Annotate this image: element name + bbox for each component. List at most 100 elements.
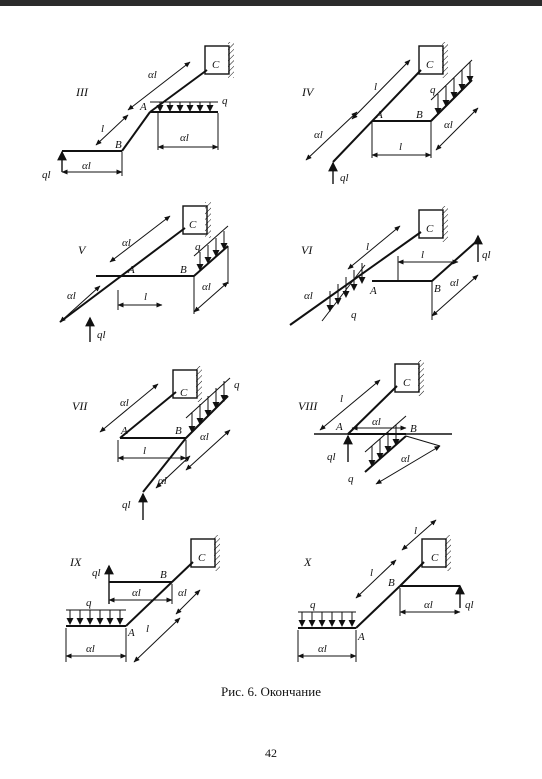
label: αl bbox=[86, 643, 95, 655]
label: q bbox=[351, 309, 357, 321]
label: C bbox=[189, 219, 197, 231]
label: C bbox=[426, 223, 434, 235]
label: αl bbox=[200, 431, 209, 443]
label: ql bbox=[327, 451, 336, 463]
panel-iii bbox=[57, 42, 234, 176]
label: l bbox=[340, 393, 343, 405]
label: B bbox=[410, 423, 417, 435]
label: C bbox=[431, 552, 439, 564]
label: l bbox=[374, 81, 377, 93]
label: l bbox=[143, 445, 146, 457]
panel-labels-ix: IX ql B C q αl αl A l αl bbox=[69, 552, 206, 655]
label: A bbox=[375, 109, 383, 121]
panel-ix bbox=[65, 535, 220, 663]
label: ql bbox=[465, 599, 474, 611]
label: l bbox=[366, 241, 369, 253]
label: αl bbox=[122, 237, 131, 249]
label: q bbox=[310, 599, 316, 611]
panel-labels-iii: III αl C A q l B αl ql αl bbox=[42, 59, 228, 181]
label: q bbox=[348, 473, 354, 485]
panel-viii bbox=[314, 360, 452, 485]
label: αl bbox=[444, 119, 453, 131]
label: αl bbox=[401, 453, 410, 465]
panel-labels-viii: VIII l C A αl B ql αl q bbox=[298, 377, 417, 485]
label: q bbox=[195, 241, 201, 253]
label: αl bbox=[304, 290, 313, 302]
label: l bbox=[414, 525, 417, 537]
label: B bbox=[115, 139, 122, 151]
label: αl bbox=[424, 599, 433, 611]
figure-caption: Рис. 6. Окончание bbox=[221, 684, 321, 699]
label: l bbox=[421, 249, 424, 261]
label: αl bbox=[82, 160, 91, 172]
label: C bbox=[180, 387, 188, 399]
label: A bbox=[127, 264, 135, 276]
label: l bbox=[370, 567, 373, 579]
label: A bbox=[120, 425, 128, 437]
page-number: 42 bbox=[265, 746, 277, 760]
panel-v bbox=[59, 202, 229, 342]
panel-numeral: V bbox=[78, 243, 87, 257]
top-border bbox=[0, 0, 542, 6]
figure-drawing: III αl C A q l B αl ql αl IV l C q A B α… bbox=[42, 42, 491, 663]
panel-numeral: VI bbox=[301, 243, 313, 257]
label: αl bbox=[132, 587, 141, 599]
label: l bbox=[101, 123, 104, 135]
label: q bbox=[234, 379, 240, 391]
label: ql bbox=[340, 172, 349, 184]
panel-numeral: IX bbox=[69, 555, 82, 569]
panel-labels-x: X l C l B q αl ql A αl bbox=[303, 525, 474, 655]
label: αl bbox=[450, 277, 459, 289]
label: A bbox=[335, 421, 343, 433]
label: αl bbox=[148, 69, 157, 81]
label: l bbox=[146, 623, 149, 635]
label: ql bbox=[42, 169, 51, 181]
label: ql bbox=[482, 249, 491, 261]
panel-vii bbox=[99, 366, 231, 520]
label: C bbox=[212, 59, 220, 71]
label: l bbox=[399, 141, 402, 153]
label: B bbox=[388, 577, 395, 589]
label: B bbox=[416, 109, 423, 121]
label: αl bbox=[318, 643, 327, 655]
panel-numeral: III bbox=[75, 85, 89, 99]
label: αl bbox=[120, 397, 129, 409]
label: αl bbox=[372, 416, 381, 428]
label: A bbox=[369, 285, 377, 297]
label: ql bbox=[97, 329, 106, 341]
label: C bbox=[403, 377, 411, 389]
panel-numeral: X bbox=[303, 555, 312, 569]
panel-labels-v: V αl C q A B αl l αl ql bbox=[67, 219, 211, 341]
label: A bbox=[127, 627, 135, 639]
panel-numeral: VIII bbox=[298, 399, 318, 413]
label: q bbox=[222, 95, 228, 107]
panel-vi bbox=[289, 206, 483, 326]
label: αl bbox=[180, 132, 189, 144]
label: ql bbox=[92, 567, 101, 579]
label: αl bbox=[314, 129, 323, 141]
label: C bbox=[198, 552, 206, 564]
label: B bbox=[160, 569, 167, 581]
panel-x bbox=[297, 519, 465, 662]
label: αl bbox=[178, 587, 187, 599]
label: αl bbox=[67, 290, 76, 302]
label: q bbox=[86, 597, 92, 609]
label: l bbox=[144, 291, 147, 303]
panel-iv bbox=[305, 42, 479, 184]
label: αl bbox=[158, 475, 167, 487]
label: q bbox=[430, 84, 436, 96]
panel-labels-iv: IV l C q A B αl αl l ql bbox=[301, 59, 453, 184]
panel-numeral: VII bbox=[72, 399, 88, 413]
label: B bbox=[175, 425, 182, 437]
label: A bbox=[139, 101, 147, 113]
panel-numeral: IV bbox=[301, 85, 315, 99]
label: B bbox=[180, 264, 187, 276]
panel-labels-vii: VII αl C q A B αl l αl ql bbox=[72, 379, 240, 511]
label: A bbox=[357, 631, 365, 643]
label: αl bbox=[202, 281, 211, 293]
label: C bbox=[426, 59, 434, 71]
label: B bbox=[434, 283, 441, 295]
panel-labels-vi: VI l C l ql A αl B αl q bbox=[301, 223, 491, 321]
label: ql bbox=[122, 499, 131, 511]
